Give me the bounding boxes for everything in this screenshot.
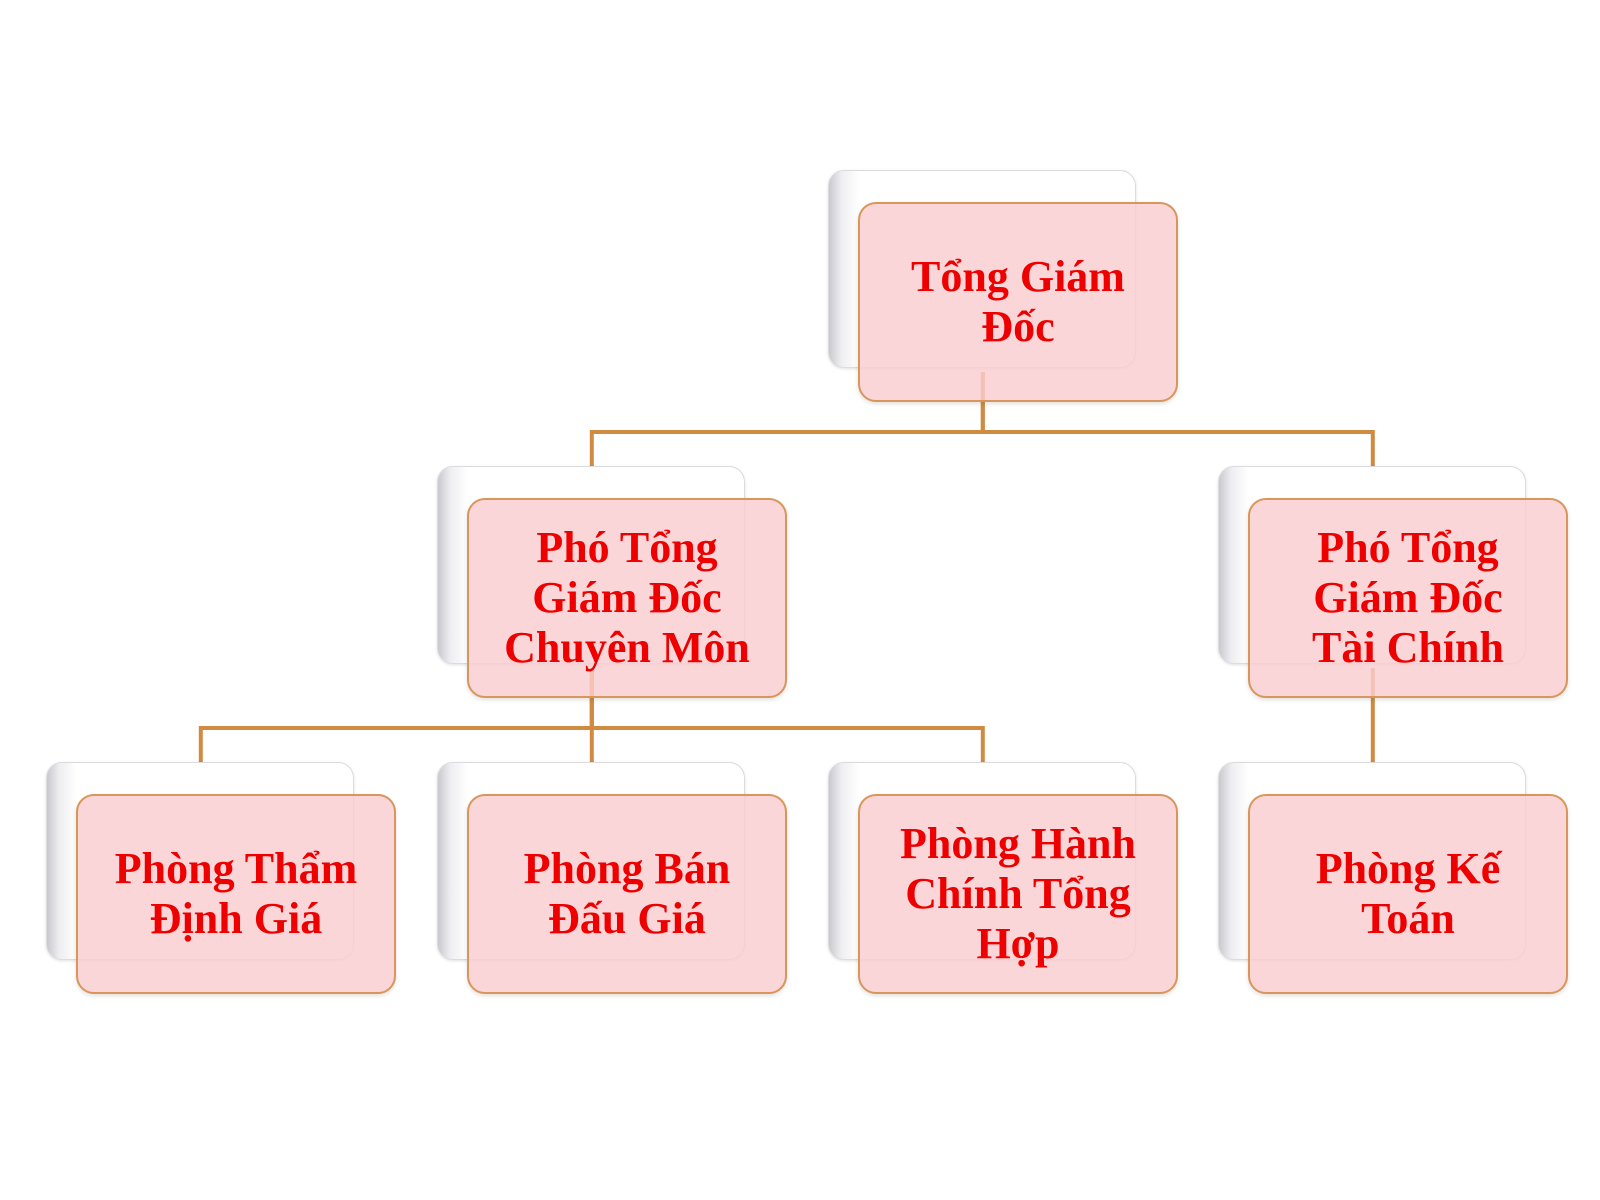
node-pho-tong-giam-doc-tai-chinh: Phó Tổng Giám Đốc Tài Chính <box>1218 466 1568 698</box>
node-label: Phòng Hành Chính Tổng Hợp <box>900 819 1136 968</box>
node-label: Phòng Kế Toán <box>1315 844 1501 943</box>
node-label: Phòng Thẩm Định Giá <box>114 844 358 943</box>
node-phong-ke-toan: Phòng Kế Toán <box>1218 762 1568 994</box>
node-phong-hanh-chinh-tong-hop: Phòng Hành Chính Tổng Hợp <box>828 762 1178 994</box>
node-label: Phó Tổng Giám Đốc Chuyên Môn <box>504 523 750 672</box>
connector-line <box>589 668 985 794</box>
node-label: Phó Tổng Giám Đốc Tài Chính <box>1312 523 1504 672</box>
node-tong-giam-doc: Tổng Giám Đốc <box>828 170 1178 402</box>
node-label: Phòng Bán Đấu Giá <box>523 844 731 943</box>
connector-line <box>980 372 1375 498</box>
node-label: Tổng Giám Đốc <box>911 252 1125 351</box>
node-pho-tong-giam-doc-chuyen-mon: Phó Tổng Giám Đốc Chuyên Môn <box>437 466 787 698</box>
node-phong-ban-dau-gia: Phòng Bán Đấu Giá <box>437 762 787 994</box>
node-phong-tham-dinh-gia: Phòng Thẩm Định Giá <box>46 762 396 994</box>
